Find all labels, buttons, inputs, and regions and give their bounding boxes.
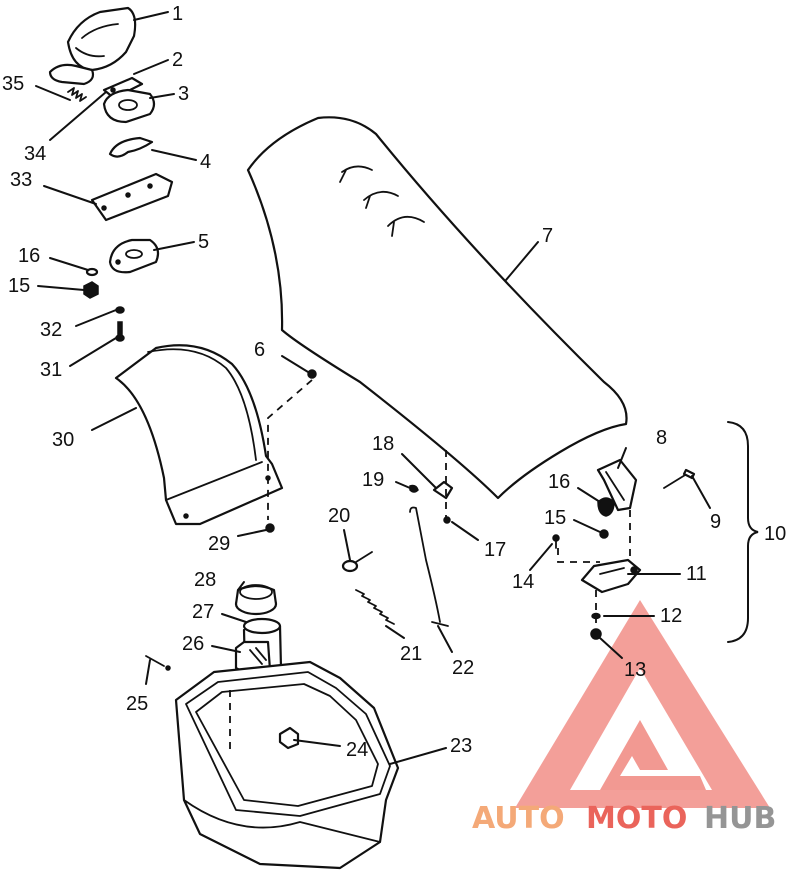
callout-35: 35 (2, 73, 24, 95)
callout-31: 31 (40, 359, 62, 381)
part-5-bracket (108, 238, 160, 274)
part-29-screw (265, 523, 275, 533)
callout-8: 8 (656, 427, 667, 449)
callout-14: 14 (512, 571, 534, 593)
part-13-nut (590, 628, 602, 640)
callout-30: 30 (52, 429, 74, 451)
callout-10: 10 (764, 523, 786, 545)
callout-15-left: 15 (8, 275, 30, 297)
callout-24: 24 (346, 739, 368, 761)
callout-7: 7 (542, 225, 553, 247)
part-24-nut (278, 726, 300, 750)
part-33-mount-plate (90, 172, 174, 222)
callout-23: 23 (450, 735, 472, 757)
part-35-spring (67, 87, 87, 102)
part-21-cable (355, 589, 395, 625)
callout-16-right: 16 (548, 471, 570, 493)
part-20-eyebolt (341, 551, 373, 573)
callout-20: 20 (328, 505, 350, 527)
callout-22: 22 (452, 657, 474, 679)
part-30-fender (114, 344, 284, 526)
part-22-rod (409, 506, 449, 627)
callout-13: 13 (624, 659, 646, 681)
part-4-clip (108, 136, 154, 158)
part-1-cover (48, 6, 137, 86)
part-9-bolt (663, 468, 696, 489)
watermark-text-moto: MOTO (586, 801, 687, 836)
part-6-screw (307, 369, 317, 379)
part-31-bolt (115, 321, 125, 342)
callout-27: 27 (192, 601, 214, 623)
callout-9: 9 (710, 511, 721, 533)
part-23-tank (174, 660, 400, 870)
callout-25: 25 (126, 693, 148, 715)
part-3-housing (102, 88, 156, 124)
leader-lines (35, 11, 711, 765)
callout-6: 6 (254, 339, 265, 361)
watermark-triangle-g (600, 720, 706, 790)
callout-5: 5 (198, 231, 209, 253)
callout-32: 32 (40, 319, 62, 341)
callout-18: 18 (372, 433, 394, 455)
callout-34: 34 (24, 143, 46, 165)
part-28-cap (234, 584, 278, 616)
dashed-guide-14 (557, 548, 600, 563)
group-10-bracket (727, 421, 759, 643)
callout-19: 19 (362, 469, 384, 491)
callout-labels: 1 2 3 35 34 4 33 5 16 15 32 31 6 7 30 29… (2, 3, 786, 761)
callout-11: 11 (686, 563, 707, 585)
part-7-hood-panel (246, 116, 628, 500)
part-12-washer (591, 612, 601, 620)
callout-33: 33 (10, 169, 32, 191)
watermark-text-hub: HUB (704, 801, 776, 836)
callout-29: 29 (208, 533, 230, 555)
part-8-latch-bracket (596, 458, 638, 512)
part-11-latch (580, 558, 642, 594)
part-16-spring-right (597, 497, 615, 517)
part-16-washer-left (85, 267, 99, 277)
part-15-nut-left (83, 281, 99, 299)
part-19-pin (409, 484, 419, 493)
part-25-screw (145, 655, 171, 671)
watermark-text-auto: AUTO (472, 801, 565, 836)
callout-26: 26 (182, 633, 204, 655)
part-32-washer (115, 306, 125, 314)
callout-12: 12 (660, 605, 682, 627)
callout-1: 1 (172, 3, 183, 25)
part-14-screw (552, 534, 560, 549)
callout-2: 2 (172, 49, 183, 71)
callout-4: 4 (200, 151, 211, 173)
dashed-guide-6 (267, 379, 313, 520)
callout-15-right: 15 (544, 507, 566, 529)
part-17-fastener (443, 516, 451, 524)
callout-3: 3 (178, 83, 189, 105)
callout-17: 17 (484, 539, 506, 561)
callout-28: 28 (194, 569, 216, 591)
callout-21: 21 (400, 643, 422, 665)
part-15-nut-right (599, 529, 609, 539)
callout-16-left: 16 (18, 245, 40, 267)
part-18-clip (432, 480, 454, 500)
watermark-logo: AUTO MOTO HUB (472, 600, 776, 836)
